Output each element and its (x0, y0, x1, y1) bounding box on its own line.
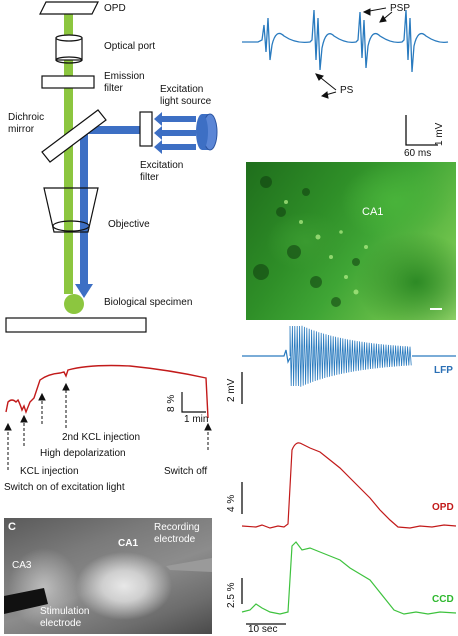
green-emission-beam (64, 8, 73, 294)
excitation-light-source-label: Excitation light source (160, 84, 212, 107)
emission-filter (41, 75, 95, 89)
lfp-burst-path (289, 325, 412, 387)
blue-excitation-beam-horizontal (80, 126, 148, 134)
photo-stimulation-label: Stimulation electrode (40, 606, 90, 629)
high-depolarization-label: High depolarization (40, 448, 126, 459)
switch-on-label: Switch on of excitation light (4, 482, 125, 493)
spike-scale-v-label: 1 mV (434, 122, 445, 146)
optical-port (55, 34, 83, 64)
opd-label: OPD (104, 3, 126, 14)
opd-scale-label: 4 % (226, 494, 237, 512)
spike-scale-bar (405, 115, 438, 146)
blue-beam-arrowhead (75, 284, 93, 298)
fluorescence-image: CA1 (246, 162, 456, 320)
timeline-scale-t-label: 1 min (184, 414, 209, 425)
timeline-scale-bar (181, 392, 206, 413)
excitation-filter (139, 111, 153, 147)
light-source-arrows (154, 112, 196, 154)
fluorescence-texture (253, 176, 442, 310)
biological-specimen (64, 294, 84, 314)
spike-scale-t-label: 60 ms (404, 148, 432, 159)
opd-trace (241, 442, 457, 529)
lfp-label: LFP (434, 365, 453, 376)
opd-trace-label: OPD (432, 502, 454, 513)
lfp-trace (242, 349, 291, 364)
fluor-ca1-label: CA1 (362, 206, 384, 218)
photo-recording-label: Recording electrode (154, 522, 200, 545)
dichroic-mirror (41, 109, 107, 163)
ps-label: PS (340, 85, 354, 96)
timeline-trace (5, 364, 209, 419)
emission-filter-label: Emission filter (104, 71, 145, 94)
recording-electrode (166, 558, 212, 572)
blue-excitation-beam-vertical (80, 126, 88, 286)
time-scale-label: 10 sec (248, 624, 278, 635)
psp-arrows (362, 7, 393, 23)
specimen-stage (5, 317, 147, 333)
biological-specimen-label: Biological specimen (104, 297, 193, 308)
photo-ca1-label: CA1 (118, 538, 139, 549)
psp-label: PSP (390, 3, 411, 14)
excitation-light-source (196, 113, 218, 151)
objective-label: Objective (108, 219, 150, 230)
photo-ca3-label: CA3 (12, 560, 32, 571)
ccd-scale-label: 2.5 % (226, 582, 237, 608)
dichroic-mirror-label: Dichroic mirror (8, 112, 45, 135)
spike-trace (242, 9, 449, 73)
switch-off-label: Switch off (164, 466, 208, 477)
electrodes (4, 558, 212, 614)
ccd-trace (241, 541, 457, 615)
lfp-scale-label: 2 mV (226, 378, 237, 402)
excitation-filter-label: Excitation filter (140, 160, 184, 183)
kcl-injection-label: KCL injection (20, 466, 79, 477)
lfp-burst (289, 325, 412, 387)
ps-arrows (315, 73, 337, 99)
opd-detector (39, 1, 99, 15)
objective-lens (43, 187, 99, 233)
stimulation-electrode (4, 588, 48, 614)
second-kcl-label: 2nd KCL injection (62, 432, 141, 443)
timeline-scale-v-label: 8 % (166, 394, 177, 412)
slice-photo: C CA1 CA3 Recording electrode Stimulatio… (4, 518, 212, 634)
optical-port-label: Optical port (104, 41, 156, 52)
timeline-markers (4, 382, 212, 470)
photo-panel-letter: C (8, 521, 16, 533)
ccd-trace-label: CCD (432, 594, 454, 605)
